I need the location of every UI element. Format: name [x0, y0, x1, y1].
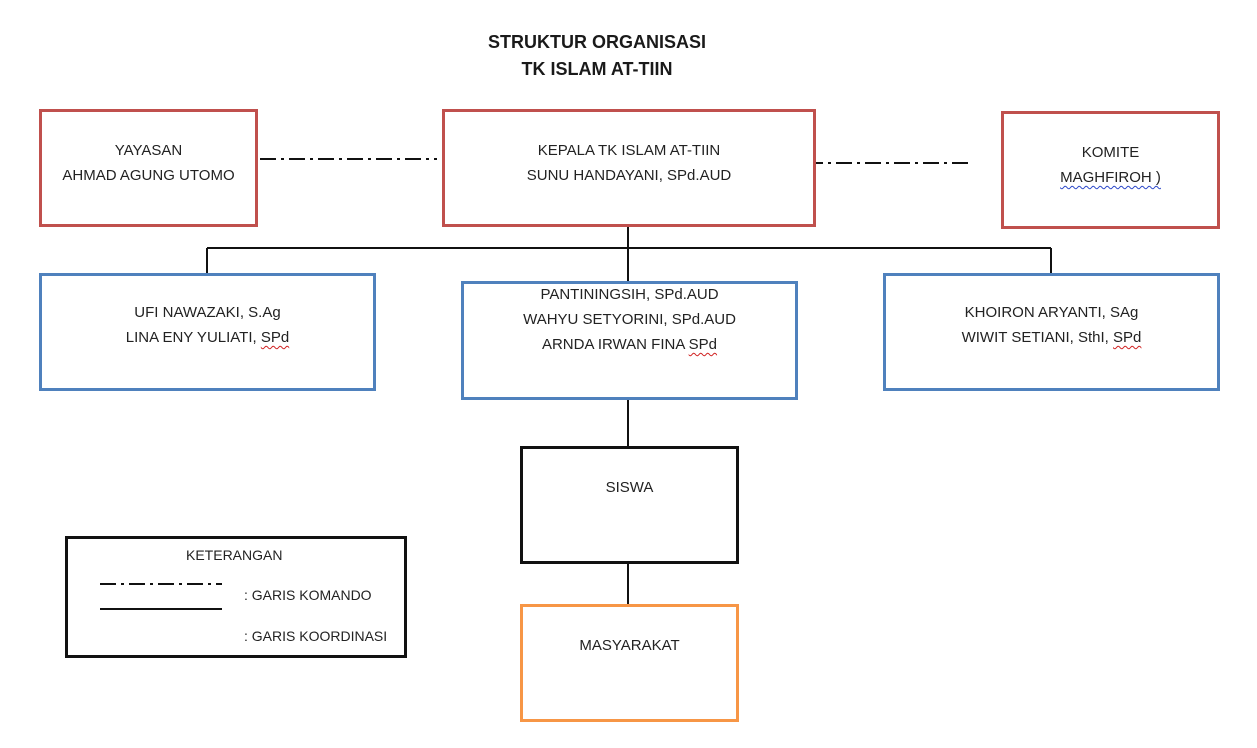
teacher-mid-1: PANTININGSIH, SPd.AUD: [540, 286, 719, 303]
legend-box: [65, 536, 407, 658]
teachers-left-box: UFI NAWAZAKI, S.Ag LINA ENY YULIATI, SPd: [39, 273, 376, 391]
teacher-mid-3: ARNDA IRWAN FINA SPd: [464, 336, 795, 353]
teacher-right-2: WIWIT SETIANI, SthI, SPd: [886, 329, 1217, 346]
teacher-mid-2: WAHYU SETYORINI, SPd.AUD: [523, 311, 736, 328]
yayasan-label: YAYASAN: [114, 142, 183, 159]
teacher-left-2: LINA ENY YULIATI, SPd: [42, 329, 373, 346]
komite-label: KOMITE: [1081, 144, 1140, 161]
teacher-right-2-name: WIWIT SETIANI, SthI,: [961, 329, 1114, 346]
legend-heading: KETERANGAN: [186, 547, 283, 563]
komite-box: KOMITE MAGHFIROH ): [1001, 111, 1220, 229]
teacher-left-2-name: LINA ENY YULIATI,: [125, 329, 261, 346]
siswa-box: SISWA: [520, 446, 739, 564]
kepala-label: KEPALA TK ISLAM AT-TIIN: [537, 142, 721, 159]
title-line-1: STRUKTUR ORGANISASI: [487, 32, 706, 52]
legend-komando-label: : GARIS KOMANDO: [244, 587, 372, 603]
title-line-2: TK ISLAM AT-TIIN: [521, 59, 673, 79]
yayasan-box: YAYASAN AHMAD AGUNG UTOMO: [39, 109, 258, 227]
yayasan-name: AHMAD AGUNG UTOMO: [62, 167, 235, 184]
chart-title: STRUKTUR ORGANISASI TK ISLAM AT-TIIN: [397, 32, 797, 80]
siswa-label: SISWA: [605, 479, 654, 496]
teachers-right-box: KHOIRON ARYANTI, SAg WIWIT SETIANI, SthI…: [883, 273, 1220, 391]
komite-name: MAGHFIROH ): [1004, 169, 1217, 186]
teacher-mid-3-degree: SPd: [688, 336, 718, 353]
kepala-name: SUNU HANDAYANI, SPd.AUD: [526, 167, 732, 184]
legend-koordinasi-label: : GARIS KOORDINASI: [244, 628, 388, 644]
teacher-left-1: UFI NAWAZAKI, S.Ag: [134, 304, 281, 321]
masyarakat-label: MASYARAKAT: [579, 637, 680, 654]
teacher-left-2-degree: SPd: [260, 329, 290, 346]
masyarakat-box: MASYARAKAT: [520, 604, 739, 722]
komite-name-text: MAGHFIROH ): [1060, 169, 1161, 186]
teachers-middle-box: PANTININGSIH, SPd.AUD WAHYU SETYORINI, S…: [461, 281, 798, 400]
teacher-right-2-degree: SPd: [1113, 329, 1142, 346]
teacher-right-1: KHOIRON ARYANTI, SAg: [964, 304, 1139, 321]
teacher-mid-3-name: ARNDA IRWAN FINA: [541, 336, 689, 353]
kepala-box: KEPALA TK ISLAM AT-TIIN SUNU HANDAYANI, …: [442, 109, 816, 227]
